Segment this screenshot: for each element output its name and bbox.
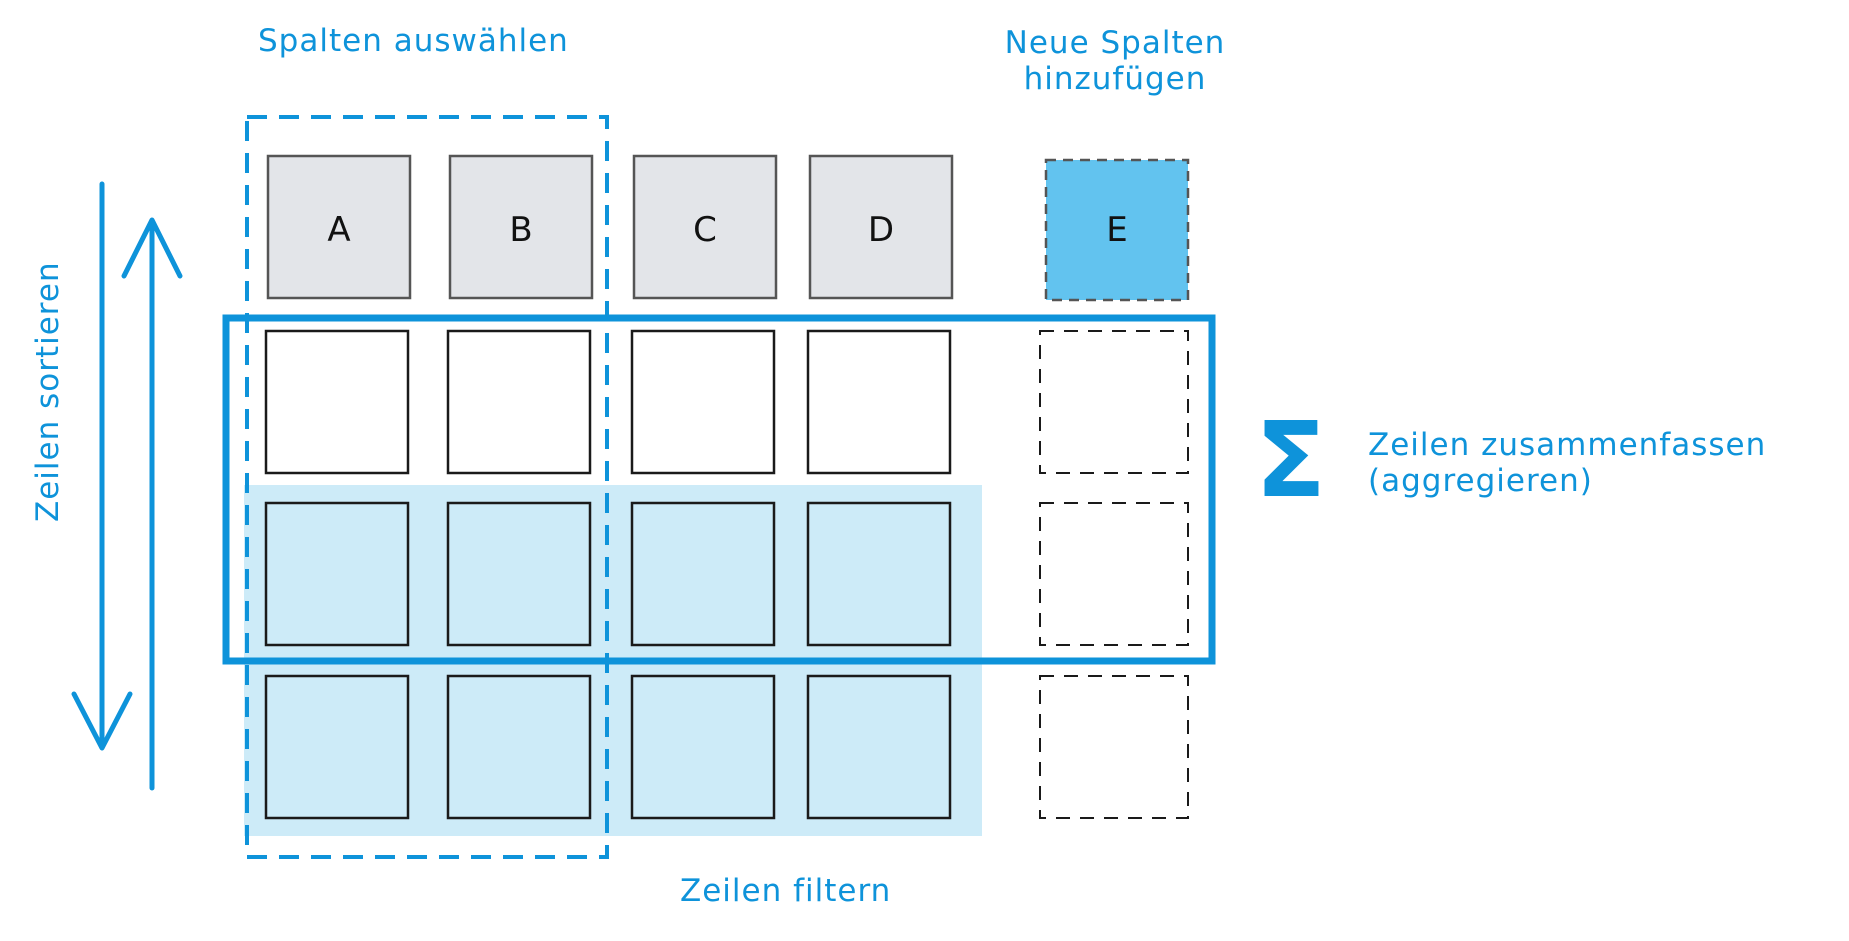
table-cell: [446, 674, 592, 820]
new-columns-label: Neue Spalten hinzufügen: [955, 25, 1275, 97]
table-cell: [446, 501, 592, 647]
column-header-b: [448, 154, 594, 300]
new-column-header-e: [1044, 158, 1190, 302]
sort-rows-label: Zeilen sortieren: [30, 261, 66, 522]
select-columns-frame: [245, 115, 609, 859]
column-letter-c: C: [693, 210, 717, 250]
new-column-cell: [1039, 675, 1189, 819]
column-letter-e: E: [1106, 210, 1127, 250]
summarize-rows-label-line2: (aggregieren): [1368, 462, 1593, 499]
summarize-rows-label-line1: Zeilen zusammenfassen: [1368, 427, 1767, 463]
table-cell: [264, 501, 410, 647]
new-column-cell: [1039, 502, 1189, 646]
column-letter-a: A: [327, 210, 350, 250]
filter-rows-label: Zeilen filtern: [680, 873, 892, 909]
new-column-cell: [1039, 330, 1189, 474]
column-header-c: [632, 154, 778, 300]
table-cell: [630, 674, 776, 820]
sort-up-arrow-icon: [121, 217, 183, 279]
table-cell: [806, 674, 952, 820]
table-cell: [264, 329, 410, 475]
table-cell: [446, 329, 592, 475]
column-header-a: [266, 154, 412, 300]
table-cell: [806, 329, 952, 475]
summarize-rows-label: Zeilen zusammenfassen (aggregieren): [1368, 427, 1767, 499]
table-cell: [630, 329, 776, 475]
sort-down-arrow-icon: [71, 691, 133, 751]
table-cell: [264, 674, 410, 820]
select-columns-label: Spalten auswählen: [258, 23, 569, 59]
column-letter-d: D: [868, 210, 894, 250]
sigma-icon: Σ: [1255, 399, 1327, 521]
column-letter-b: B: [509, 210, 532, 250]
summarize-rows-frame: [222, 314, 1216, 665]
table-cell: [806, 501, 952, 647]
new-columns-label-line2: hinzufügen: [1023, 60, 1207, 97]
table-cell: [630, 501, 776, 647]
new-columns-label-line1: Neue Spalten: [1004, 25, 1226, 61]
column-header-d: [808, 154, 954, 300]
